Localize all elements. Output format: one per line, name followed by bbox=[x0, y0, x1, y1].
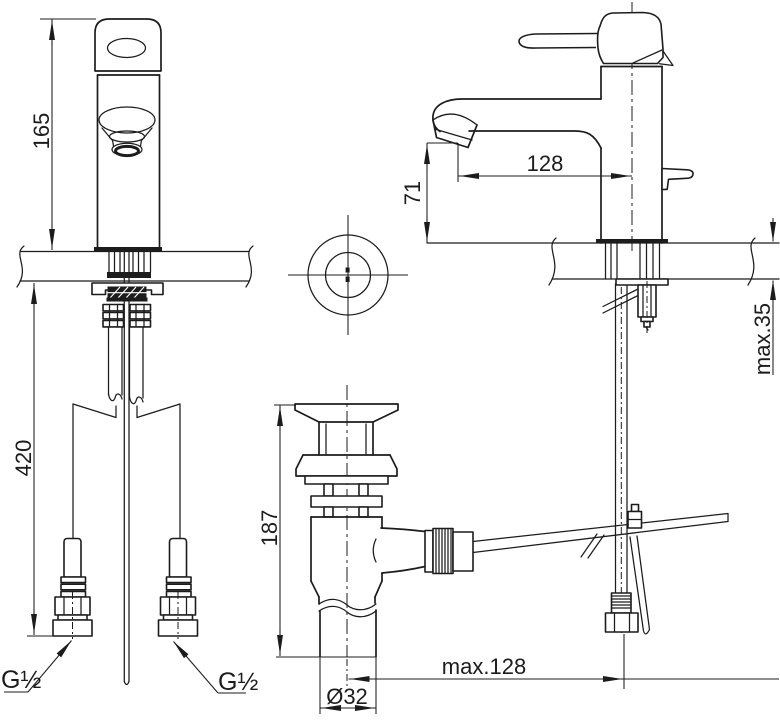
shank-washer bbox=[107, 272, 151, 278]
dimensions: 165 420 G½ G½ 71 bbox=[1, 18, 779, 714]
dim-max35-label: max.35 bbox=[750, 303, 775, 375]
dimension-71: 71 bbox=[400, 142, 459, 243]
dim-420-label: 420 bbox=[11, 440, 36, 477]
popup-lever-knob bbox=[661, 167, 694, 191]
popup-waste-assembly bbox=[294, 385, 474, 658]
handle-top-ellipse bbox=[106, 37, 147, 59]
handle-cap-side bbox=[596, 11, 664, 65]
dim-187-label: 187 bbox=[257, 510, 282, 547]
base-plate-side bbox=[596, 239, 668, 244]
base-plate-front bbox=[94, 247, 162, 252]
g-half-left-label: G½ bbox=[1, 666, 41, 694]
waste-tailpipe bbox=[318, 596, 377, 658]
cap-facet-line bbox=[632, 49, 663, 64]
dim-71-label: 71 bbox=[400, 181, 425, 205]
shank-lines-side bbox=[604, 242, 661, 280]
deck-break-right bbox=[245, 245, 254, 288]
thread-callout-left: G½ bbox=[1, 640, 72, 694]
faucet-body-front bbox=[96, 74, 161, 248]
horizontal-rod bbox=[472, 512, 729, 543]
deck-side bbox=[426, 237, 780, 286]
waste-side-outlet bbox=[372, 527, 474, 575]
dimension-187: 187 bbox=[257, 404, 376, 658]
waste-upper-body bbox=[310, 483, 383, 518]
popup-linkage bbox=[472, 503, 729, 635]
mounting-flange-side bbox=[615, 278, 669, 286]
rod-break-slash bbox=[580, 533, 598, 558]
deck-front bbox=[16, 245, 254, 288]
deck-break-left2 bbox=[548, 237, 557, 286]
linkage-strap bbox=[629, 535, 651, 635]
dim-dia32-label: Ø32 bbox=[326, 684, 368, 709]
spout-side bbox=[432, 98, 602, 149]
deck-break-right2 bbox=[747, 237, 756, 286]
dim-max128-label: max.128 bbox=[442, 654, 526, 679]
clamp-screw-top bbox=[630, 503, 640, 513]
mounting-stud bbox=[637, 281, 657, 333]
spout-aerator-front bbox=[98, 106, 156, 158]
shank-lines-front bbox=[108, 250, 152, 273]
dimension-128: 128 bbox=[458, 151, 632, 179]
aerator-shoulder bbox=[432, 113, 478, 126]
rod-break-slash bbox=[602, 287, 640, 308]
dimension-165: 165 bbox=[29, 18, 96, 250]
g-half-right-label: G½ bbox=[218, 668, 258, 696]
handle-cap-front bbox=[94, 18, 162, 72]
front-view-faucet bbox=[16, 18, 254, 686]
side-view-faucet bbox=[426, 2, 780, 635]
dimension-420: 420 bbox=[11, 283, 56, 637]
dimension-max35: max.35 bbox=[750, 218, 776, 375]
dimension-max128: max.128 bbox=[346, 634, 779, 690]
deck-break-left bbox=[16, 245, 25, 288]
waste-flange bbox=[295, 454, 398, 485]
waste-body bbox=[310, 516, 383, 598]
lever-handle bbox=[518, 32, 599, 49]
hose-connector-left bbox=[52, 537, 93, 639]
thread-callout-right: G½ bbox=[173, 641, 258, 696]
threaded-studs-hatch bbox=[106, 286, 148, 302]
dim-128-label: 128 bbox=[527, 151, 564, 176]
cap-tab bbox=[658, 50, 674, 67]
hose-break-chevrons bbox=[72, 403, 181, 539]
dim-165-label: 165 bbox=[29, 113, 54, 150]
top-view bbox=[288, 215, 408, 335]
rod-end-adjuster bbox=[604, 592, 639, 633]
hose-nuts-front bbox=[102, 303, 152, 328]
pull-rod-front bbox=[123, 251, 130, 686]
flex-hoses-front bbox=[107, 326, 144, 405]
faucet-body-side bbox=[600, 65, 663, 244]
lift-rod bbox=[602, 283, 640, 633]
waste-plug-neck bbox=[318, 421, 374, 456]
rod-break-slash bbox=[602, 294, 640, 314]
dimension-dia32: Ø32 bbox=[319, 658, 377, 714]
rod-break-slash bbox=[587, 534, 605, 559]
hose-connector-right bbox=[157, 537, 199, 639]
